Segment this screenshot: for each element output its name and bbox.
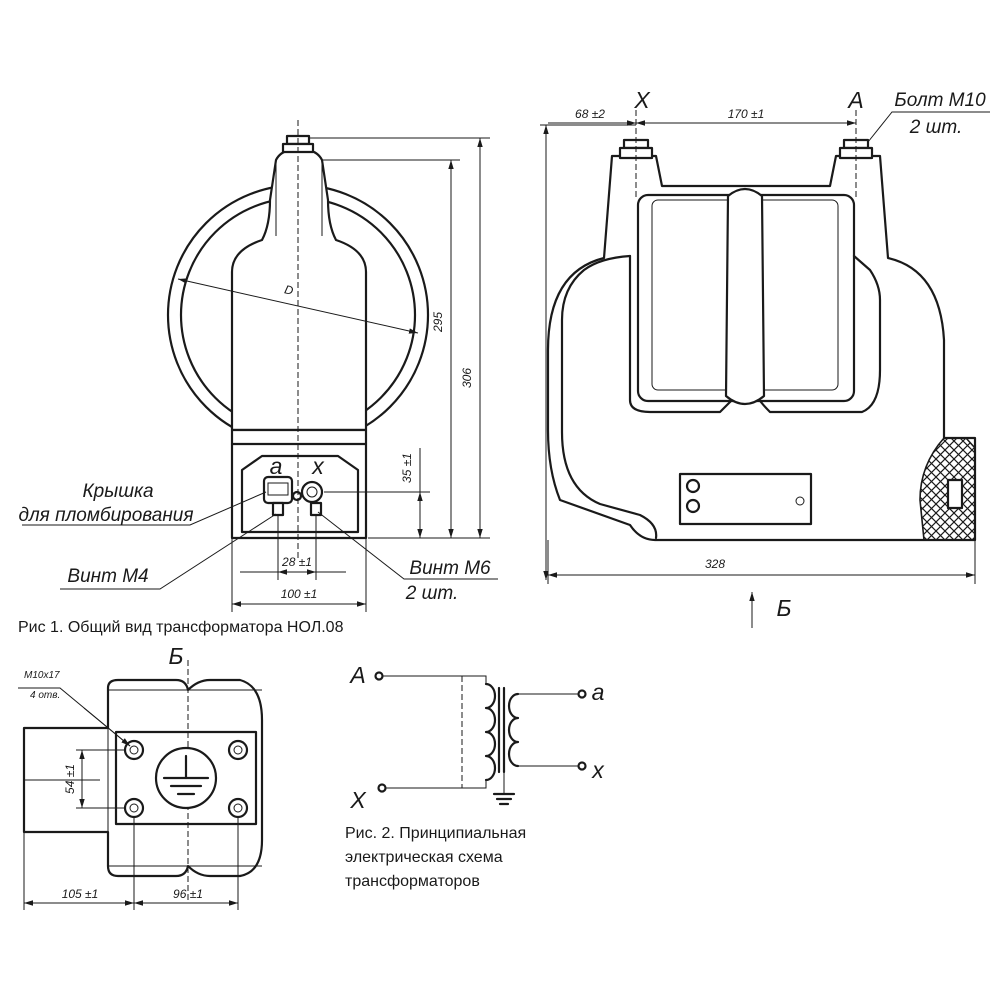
- cover-label-line1: Крышка: [82, 481, 153, 502]
- thread-label-line1: М10х17: [24, 670, 60, 681]
- figure2-caption-line2: электрическая схема: [345, 849, 503, 866]
- front-horizontal-dims: 28 ±1 100 ±1: [231, 515, 367, 612]
- screw-m6-label-line2: 2 шт.: [405, 583, 459, 604]
- side-section-insert: [946, 478, 964, 510]
- dim-306: 306: [460, 368, 474, 388]
- view-b: М10х17 4 отв. 54 ±1 105 ±1 96 ±1 Б: [18, 643, 264, 910]
- side-terminal-A-label: A: [846, 87, 863, 113]
- dim-170: 170 ±1: [728, 107, 765, 121]
- mount-hole-tr: [227, 739, 249, 761]
- front-terminal-a-label: a: [270, 453, 283, 479]
- insulator-contour: [275, 160, 323, 236]
- terminal-A-node: [374, 671, 384, 681]
- terminal-a-node: [577, 689, 587, 699]
- front-body: [230, 148, 368, 432]
- dim-35: 35 ±1: [400, 453, 414, 483]
- front-terminal-x-label: x: [311, 453, 325, 479]
- side-dims: 68 ±2 170 ±1 328 X A Болт М10 2 шт. Б: [540, 87, 990, 628]
- front-vertical-dims: 295 306 35 ±1: [310, 137, 490, 539]
- side-clamp: [724, 187, 766, 406]
- mount-hole-br: [227, 797, 249, 819]
- side-nameplate: [678, 472, 813, 526]
- schematic: A X a x: [348, 662, 605, 813]
- thread-label-line2: 4 отв.: [30, 690, 60, 701]
- view-b-letter: Б: [169, 643, 184, 669]
- dim-295: 295: [431, 312, 445, 333]
- figure2-caption-line3: трансформаторов: [345, 873, 480, 890]
- dim-96: 96 ±1: [173, 887, 203, 901]
- cover-label-line2: для пломбирования: [18, 505, 193, 526]
- schematic-A-label: A: [348, 662, 365, 688]
- primary-winding: [484, 682, 497, 782]
- bolt-label-line2: 2 шт.: [909, 117, 963, 138]
- front-leaders: Крышка для пломбирования Винт М4 Винт М6…: [18, 481, 498, 604]
- side-terminal-X-label: X: [633, 87, 651, 113]
- terminal-x-front: [300, 480, 324, 504]
- screw-m4-head: [291, 490, 303, 502]
- side-window: [560, 254, 658, 540]
- front-view: a x: [166, 120, 430, 560]
- schematic-X-label: X: [349, 787, 367, 813]
- dim-105: 105 ±1: [62, 887, 99, 901]
- diameter-label: D: [283, 282, 295, 298]
- diameter-dimension: D: [177, 278, 419, 334]
- terminal-X-node: [377, 783, 387, 793]
- view-b-outline: [22, 678, 264, 878]
- schematic-x-label: x: [591, 757, 605, 783]
- dim-54: 54 ±1: [63, 764, 77, 794]
- dim-100: 100 ±1: [281, 587, 318, 601]
- screw-m6-left: [271, 501, 285, 517]
- terminal-x-node: [577, 761, 587, 771]
- side-view: [546, 110, 977, 542]
- schematic-a-label: a: [592, 679, 605, 705]
- figure1-caption: Рис 1. Общий вид трансформатора НОЛ.08: [18, 619, 344, 636]
- view-b-base-plate: [114, 730, 258, 826]
- mount-hole-bl: [123, 797, 145, 819]
- dim-28: 28 ±1: [281, 555, 312, 569]
- dim-68: 68 ±2: [575, 107, 605, 121]
- bolt-label-line1: Болт М10: [894, 90, 986, 111]
- side-view-letter: Б: [777, 595, 792, 621]
- secondary-winding: [507, 692, 520, 768]
- screw-m4-label: Винт М4: [67, 566, 148, 587]
- dim-328: 328: [705, 557, 725, 571]
- figure2-caption-line1: Рис. 2. Принципиальная: [345, 825, 526, 842]
- screw-m6-label-line1: Винт М6: [409, 558, 491, 579]
